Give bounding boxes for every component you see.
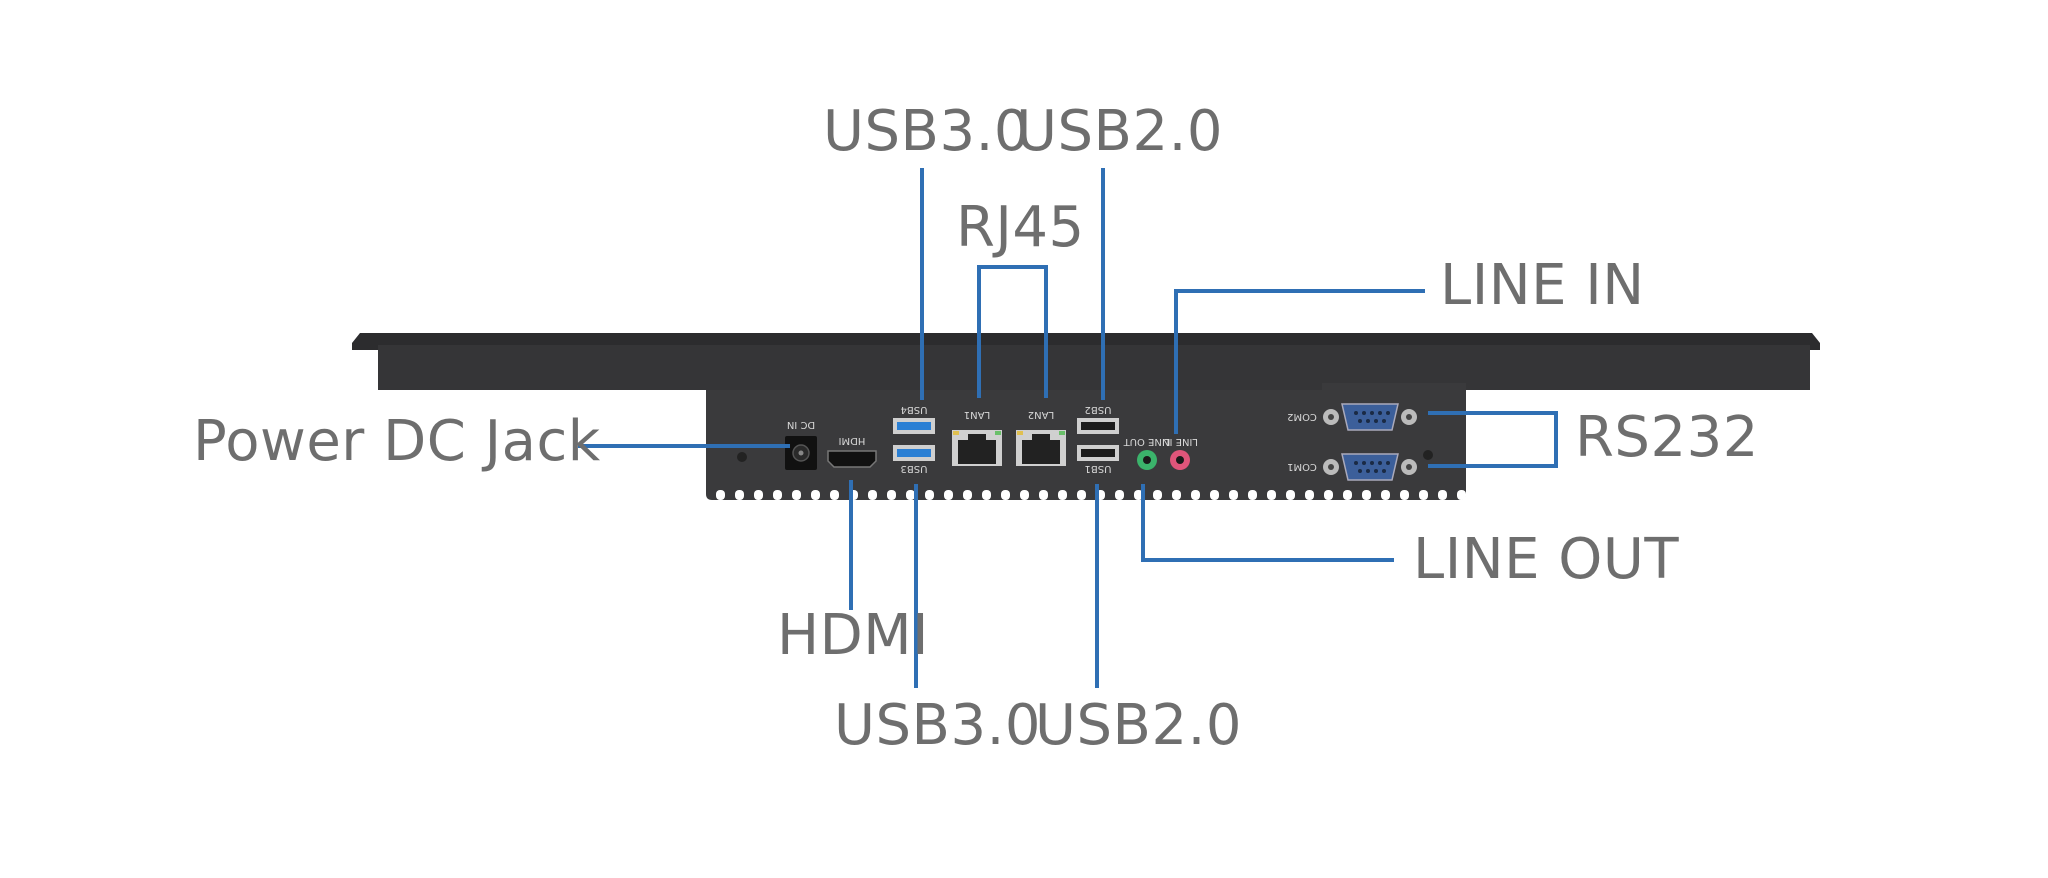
callout-line-in: LINE IN (1440, 253, 1645, 318)
vent-slot (1438, 490, 1447, 500)
vent-slot (1419, 490, 1428, 500)
vent-slot (811, 490, 820, 500)
callout-power-dc-jack: Power DC Jack (193, 409, 601, 474)
panel-bezel (352, 333, 1820, 390)
vent-slot (1077, 490, 1086, 500)
port-tag-dc-in: DC IN (787, 419, 815, 430)
port-tag-com2: COM2 (1287, 411, 1317, 422)
vent-slot (1172, 490, 1181, 500)
vent-slot (944, 490, 953, 500)
vent-slots (716, 490, 1466, 500)
vent-slot (925, 490, 934, 500)
leader-line-out (1141, 484, 1394, 562)
callout-hdmi: HDMI (777, 603, 930, 668)
dc-jack-icon (785, 436, 817, 470)
usb2-port-icon (1077, 418, 1119, 434)
vent-slot (735, 490, 744, 500)
port-tag-usb4: USB4 (901, 404, 928, 415)
port-tag-usb3: USB3 (901, 463, 928, 474)
vent-slot (1381, 490, 1390, 500)
vent-slot (1134, 490, 1143, 500)
vent-slot (868, 490, 877, 500)
callout-rs232: RS232 (1575, 405, 1759, 470)
vent-slot (1324, 490, 1333, 500)
vent-slot (1210, 490, 1219, 500)
vent-slot (1248, 490, 1257, 500)
vent-slot (906, 490, 915, 500)
callout-line-out: LINE OUT (1413, 527, 1680, 592)
vent-slot (1020, 490, 1029, 500)
vent-slot (963, 490, 972, 500)
vent-slot (1039, 490, 1048, 500)
port-tag-com1: COM1 (1287, 461, 1317, 472)
vent-slot (1267, 490, 1276, 500)
vent-slot (1153, 490, 1162, 500)
hdmi-port-icon (827, 450, 877, 468)
callout-usb20-bottom: USB2.0 (1035, 693, 1243, 758)
screw-right-icon (1423, 450, 1433, 460)
port-tag-lan1: LAN1 (964, 409, 990, 420)
vent-slot (830, 490, 839, 500)
callout-rj45: RJ45 (956, 195, 1085, 260)
vent-slot (754, 490, 763, 500)
port-tag-line-out: LINE OUT (1123, 436, 1171, 447)
leader-rj45 (977, 265, 1048, 398)
vent-slot (1362, 490, 1371, 500)
leader-rs232 (1428, 411, 1558, 468)
vent-slot (1115, 490, 1124, 500)
port-tag-hdmi: HDMI (839, 435, 866, 446)
vent-slot (1001, 490, 1010, 500)
com2-port-icon (1323, 403, 1417, 431)
lan1-port-icon (952, 430, 1002, 466)
port-tag-lan2: LAN2 (1028, 409, 1054, 420)
vent-slot (716, 490, 725, 500)
vent-slot (773, 490, 782, 500)
usb1-port-icon (1077, 445, 1119, 461)
vent-slot (887, 490, 896, 500)
vent-slot (982, 490, 991, 500)
vent-slot (1400, 490, 1409, 500)
vent-slot (792, 490, 801, 500)
callout-usb30-top: USB3.0 (823, 99, 1031, 164)
port-tag-line-in: LINE IN (1162, 436, 1198, 447)
vent-slot (1229, 490, 1238, 500)
lan2-port-icon (1016, 430, 1066, 466)
vent-slot (1058, 490, 1067, 500)
screw-left-icon (737, 452, 747, 462)
line-in-jack-icon (1170, 450, 1190, 470)
vent-slot (1457, 490, 1466, 500)
vent-slot (1191, 490, 1200, 500)
port-tag-usb1: USB1 (1085, 463, 1112, 474)
port-tag-usb2: USB2 (1085, 404, 1112, 415)
callout-usb20-top: USB2.0 (1016, 99, 1224, 164)
leader-line-in (1174, 289, 1425, 434)
usb4-port-icon (893, 418, 935, 434)
callout-usb30-bottom: USB3.0 (834, 693, 1042, 758)
line-out-jack-icon (1137, 450, 1157, 470)
vent-slot (1343, 490, 1352, 500)
io-box (706, 383, 1466, 500)
vent-slot (1305, 490, 1314, 500)
vent-slot (1286, 490, 1295, 500)
com1-port-icon (1323, 453, 1417, 481)
usb3-port-icon (893, 445, 935, 461)
